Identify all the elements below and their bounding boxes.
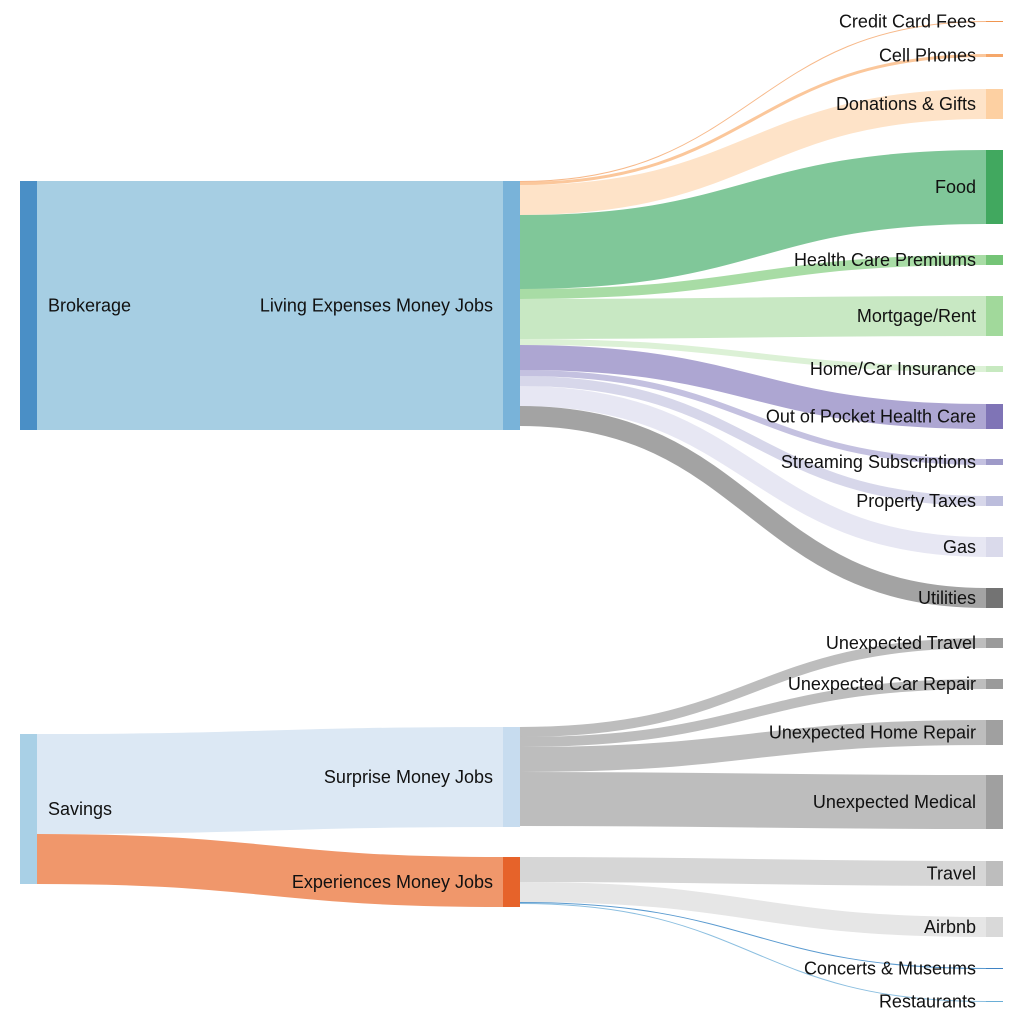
node-donations[interactable]	[986, 89, 1003, 119]
node-label-health_premiums: Health Care Premiums	[794, 250, 976, 270]
link-experiences-to-restaurants[interactable]	[519, 903, 987, 1002]
node-label-concerts: Concerts & Museums	[804, 959, 976, 979]
node-label-utilities: Utilities	[918, 588, 976, 608]
node-label-airbnb: Airbnb	[924, 917, 976, 937]
node-label-surprise: Surprise Money Jobs	[324, 767, 493, 787]
node-label-unexpected_travel: Unexpected Travel	[826, 633, 976, 653]
node-label-restaurants: Restaurants	[879, 992, 976, 1012]
link-surprise-to-unexpected_travel[interactable]	[519, 638, 987, 737]
node-food[interactable]	[986, 150, 1003, 224]
node-property_taxes[interactable]	[986, 496, 1003, 506]
link-surprise-to-unexpected_medical[interactable]	[519, 772, 987, 829]
link-living-to-donations[interactable]	[519, 89, 987, 215]
node-savings[interactable]	[20, 734, 37, 884]
nodes-layer	[20, 21, 1003, 1002]
node-unexpected_home[interactable]	[986, 720, 1003, 745]
node-label-living: Living Expenses Money Jobs	[260, 296, 493, 316]
link-savings-to-surprise[interactable]	[36, 727, 504, 834]
node-experiences[interactable]	[503, 857, 520, 907]
node-cell_phones[interactable]	[986, 54, 1003, 57]
links-layer	[36, 21, 987, 1002]
node-concerts[interactable]	[986, 968, 1003, 969]
link-living-to-mortgage[interactable]	[519, 296, 987, 339]
link-living-to-food[interactable]	[519, 150, 987, 289]
node-unexpected_car[interactable]	[986, 679, 1003, 689]
node-label-unexpected_home: Unexpected Home Repair	[769, 723, 976, 743]
node-label-unexpected_medical: Unexpected Medical	[813, 792, 976, 812]
link-experiences-to-concerts[interactable]	[519, 902, 987, 969]
node-label-streaming: Streaming Subscriptions	[781, 452, 976, 472]
link-experiences-to-travel[interactable]	[519, 857, 987, 886]
node-out_of_pocket[interactable]	[986, 404, 1003, 429]
node-label-mortgage: Mortgage/Rent	[857, 306, 976, 326]
node-label-savings: Savings	[48, 799, 112, 819]
node-mortgage[interactable]	[986, 296, 1003, 336]
node-travel[interactable]	[986, 861, 1003, 886]
link-living-to-credit_card_fees[interactable]	[519, 21, 987, 182]
link-living-to-home_car_insurance[interactable]	[519, 339, 987, 372]
node-surprise[interactable]	[503, 727, 520, 827]
link-living-to-gas[interactable]	[519, 386, 987, 557]
link-living-to-streaming[interactable]	[519, 370, 987, 465]
node-gas[interactable]	[986, 537, 1003, 557]
node-credit_card_fees[interactable]	[986, 21, 1003, 22]
link-living-to-cell_phones[interactable]	[519, 54, 987, 185]
node-health_premiums[interactable]	[986, 255, 1003, 265]
node-label-donations: Donations & Gifts	[836, 94, 976, 114]
link-living-to-out_of_pocket[interactable]	[519, 345, 987, 429]
link-surprise-to-unexpected_car[interactable]	[519, 679, 987, 747]
link-living-to-property_taxes[interactable]	[519, 376, 987, 506]
node-label-home_car_insurance: Home/Car Insurance	[810, 359, 976, 379]
node-label-cell_phones: Cell Phones	[879, 46, 976, 66]
link-living-to-utilities[interactable]	[519, 406, 987, 608]
node-living[interactable]	[503, 181, 520, 430]
node-label-experiences: Experiences Money Jobs	[292, 872, 493, 892]
node-label-unexpected_car: Unexpected Car Repair	[788, 674, 976, 694]
link-surprise-to-unexpected_home[interactable]	[519, 720, 987, 772]
node-label-out_of_pocket: Out of Pocket Health Care	[766, 407, 976, 427]
node-airbnb[interactable]	[986, 917, 1003, 937]
node-streaming[interactable]	[986, 459, 1003, 465]
node-unexpected_travel[interactable]	[986, 638, 1003, 648]
node-utilities[interactable]	[986, 588, 1003, 608]
link-living-to-health_premiums[interactable]	[519, 255, 987, 299]
node-restaurants[interactable]	[986, 1001, 1003, 1002]
node-unexpected_medical[interactable]	[986, 775, 1003, 829]
node-label-travel: Travel	[927, 864, 976, 884]
node-label-brokerage: Brokerage	[48, 296, 131, 316]
node-label-property_taxes: Property Taxes	[856, 491, 976, 511]
link-experiences-to-airbnb[interactable]	[519, 882, 987, 937]
node-label-credit_card_fees: Credit Card Fees	[839, 12, 976, 32]
node-home_car_insurance[interactable]	[986, 366, 1003, 372]
node-brokerage[interactable]	[20, 181, 37, 430]
node-label-food: Food	[935, 177, 976, 197]
link-savings-to-experiences[interactable]	[36, 834, 504, 907]
node-label-gas: Gas	[943, 537, 976, 557]
